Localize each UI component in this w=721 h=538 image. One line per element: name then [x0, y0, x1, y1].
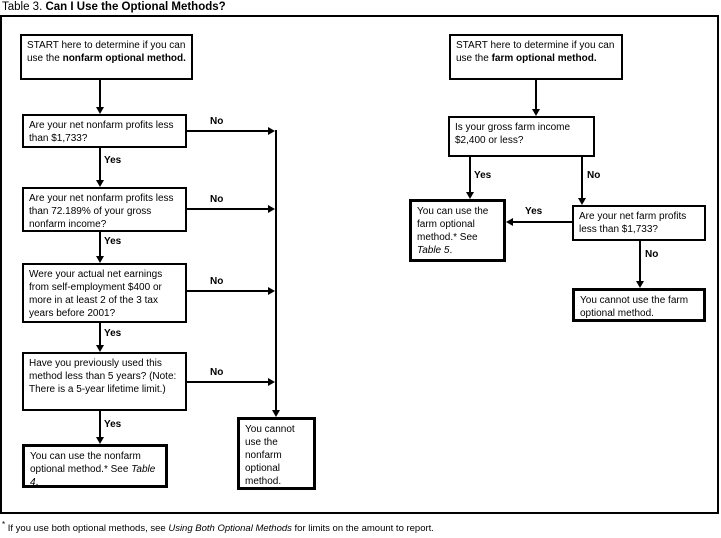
- nonfarm-q-percent-text: Are your net nonfarm profits less than 7…: [29, 193, 174, 230]
- no-label: No: [587, 170, 601, 181]
- nonfarm-q2-no-arrowhead-icon: [268, 205, 275, 213]
- nonfarm-q-years-text: Have you previously used this method les…: [29, 358, 177, 395]
- nonfarm-can-use-text: You can use the nonfarm optional method.…: [30, 451, 141, 475]
- nonfarm-q3-no-connector: [187, 290, 268, 292]
- yes-label: Yes: [104, 236, 122, 247]
- nonfarm-start-connector: [99, 80, 101, 108]
- farm-q2-no-connector: [639, 241, 641, 283]
- farm-can-use-text: You can use the farm optional method.* S…: [417, 206, 489, 243]
- nonfarm-start-bold-text: nonfarm optional method.: [62, 53, 186, 64]
- farm-start-text: START here to determine if you can use t…: [456, 40, 615, 64]
- footnote-asterisk: *: [2, 520, 6, 529]
- nonfarm-q1-yes-arrowhead-icon: [96, 180, 104, 187]
- nonfarm-q-profits-text: Are your net nonfarm profits less than $…: [29, 120, 174, 144]
- farm-cannot-use-text: You cannot use the farm optional method.: [580, 295, 689, 319]
- farm-q2-no-arrowhead-icon: [636, 281, 644, 288]
- flowchart-frame: [0, 15, 719, 514]
- nonfarm-cannot-use-text: You cannot use the nonfarm optional meth…: [245, 424, 295, 487]
- farm-q2-yes-arrowhead-icon: [506, 218, 513, 226]
- nonfarm-q1-no-arrowhead-icon: [268, 127, 275, 135]
- farm-q-income-box: Is your gross farm income $2,400 or less…: [448, 116, 595, 157]
- no-label: No: [210, 116, 224, 127]
- farm-q2-yes-connector: [513, 221, 572, 223]
- farm-can-use-table-ref: Table 5: [417, 245, 450, 256]
- nonfarm-cannot-use-box: You cannot use the nonfarm optional meth…: [237, 417, 316, 490]
- nonfarm-no-collector-arrowhead-icon: [272, 410, 280, 417]
- nonfarm-no-collector-connector: [275, 130, 277, 410]
- yes-label: Yes: [474, 170, 492, 181]
- yes-label: Yes: [525, 206, 543, 217]
- nonfarm-q4-no-arrowhead-icon: [268, 378, 275, 386]
- footnote-text-post: for limits on the amount to report.: [291, 523, 434, 535]
- farm-can-use-box: You can use the farm optional method.* S…: [409, 199, 506, 262]
- nonfarm-can-use-period: .: [35, 477, 39, 488]
- nonfarm-q-earnings-box: Were your actual net earnings from self-…: [22, 263, 187, 323]
- farm-start-connector: [535, 80, 537, 110]
- table-number: Table 3.: [2, 1, 43, 13]
- nonfarm-q2-yes-connector: [99, 232, 101, 257]
- nonfarm-q4-yes-arrowhead-icon: [96, 437, 104, 444]
- nonfarm-q-percent-box: Are your net nonfarm profits less than 7…: [22, 187, 187, 232]
- nonfarm-q-earnings-text: Were your actual net earnings from self-…: [29, 269, 163, 319]
- footnote-text-pre: If you use both optional methods, see: [5, 523, 169, 535]
- nonfarm-q2-yes-arrowhead-icon: [96, 256, 104, 263]
- no-label: No: [645, 249, 659, 260]
- table-title: Table 3. Can I Use the Optional Methods?: [2, 0, 226, 14]
- nonfarm-q1-yes-connector: [99, 148, 101, 181]
- nonfarm-start-arrowhead-icon: [96, 107, 104, 114]
- farm-q1-yes-connector: [469, 157, 471, 193]
- farm-can-use-period: .: [449, 245, 453, 256]
- farm-q1-yes-arrowhead-icon: [466, 192, 474, 199]
- nonfarm-q1-no-connector: [187, 130, 268, 132]
- farm-q-profits-box: Are your net farm profits less than $1,7…: [572, 205, 706, 241]
- farm-q-profits-text: Are your net farm profits less than $1,7…: [579, 211, 687, 235]
- farm-start-bold-text: farm optional method.: [491, 53, 597, 64]
- yes-label: Yes: [104, 155, 122, 166]
- farm-cannot-use-box: You cannot use the farm optional method.: [572, 288, 706, 322]
- footnote: * If you use both optional methods, see …: [2, 519, 434, 535]
- nonfarm-q3-no-arrowhead-icon: [268, 287, 275, 295]
- nonfarm-can-use-box: You can use the nonfarm optional method.…: [22, 444, 168, 488]
- nonfarm-start-text: START here to determine if you can use t…: [27, 40, 186, 64]
- no-label: No: [210, 367, 224, 378]
- farm-q1-no-arrowhead-icon: [578, 198, 586, 205]
- nonfarm-q-profits-box: Are your net nonfarm profits less than $…: [22, 114, 187, 148]
- table-title-text: Can I Use the Optional Methods?: [45, 1, 226, 13]
- farm-q-income-text: Is your gross farm income $2,400 or less…: [455, 122, 571, 146]
- nonfarm-q4-yes-connector: [99, 411, 101, 438]
- farm-start-box: START here to determine if you can use t…: [449, 34, 623, 80]
- nonfarm-q2-no-connector: [187, 208, 268, 210]
- nonfarm-q-years-box: Have you previously used this method les…: [22, 352, 187, 411]
- farm-q1-no-connector: [581, 157, 583, 200]
- nonfarm-can-use-table-ref: Table 4: [30, 464, 156, 488]
- no-label: No: [210, 276, 224, 287]
- footnote-reference: Using Both Optional Methods: [168, 523, 292, 535]
- yes-label: Yes: [104, 328, 122, 339]
- nonfarm-q3-yes-connector: [99, 323, 101, 347]
- farm-start-arrowhead-icon: [532, 109, 540, 116]
- nonfarm-start-box: START here to determine if you can use t…: [20, 34, 193, 80]
- nonfarm-q4-no-connector: [187, 381, 268, 383]
- nonfarm-q3-yes-arrowhead-icon: [96, 345, 104, 352]
- no-label: No: [210, 194, 224, 205]
- yes-label: Yes: [104, 419, 122, 430]
